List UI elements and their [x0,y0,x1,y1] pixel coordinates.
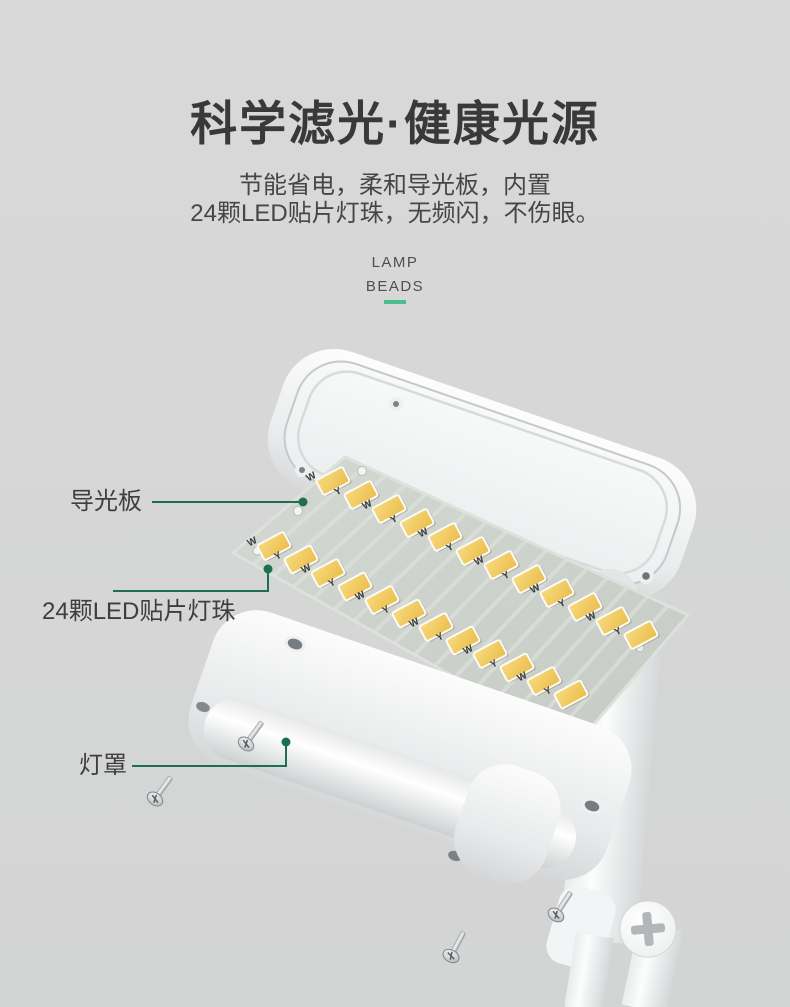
leader-led-beads [113,571,269,592]
led-chip-body [567,592,603,622]
subtitle-line-2: 24颗LED贴片灯珠，无频闪，不伤眼。 [190,200,600,227]
callout-lamp-shade: 灯罩 [79,752,127,779]
led-chip-body [553,679,589,710]
led-chip-body [315,466,351,496]
accent-underline [384,300,406,304]
led-chip: Y [389,508,436,538]
floating-screw [143,771,179,810]
led-chip-body [310,558,346,588]
led-chip: W [462,639,509,669]
led-chip: W [417,522,464,552]
led-chip-body [337,571,373,602]
led-chip-body [472,639,508,669]
led-chip-body [526,666,562,696]
shade-screw-hole [196,701,210,713]
led-chip-letter: Y [501,569,512,582]
shade-screw-hole [287,638,303,650]
pcb-pad [357,466,367,476]
led-chip: Y [557,592,604,622]
led-chip: W [361,494,408,524]
led-chip: Y [273,544,320,575]
led-chip-body [511,564,547,594]
led-chip: W [300,558,347,588]
led-chip-letter: Y [543,685,554,698]
eyebrow-lamp-beads: LAMP BEADS [0,251,790,299]
led-chip-body [455,536,491,566]
led-chip: Y [543,679,590,710]
led-chip-letter: Y [435,631,446,644]
led-chip-letter: Y [557,597,568,610]
led-chip-letter: Y [389,513,400,526]
shell-screw-hole [299,467,305,473]
led-chip: Y [501,564,548,594]
led-chip-letter: Y [333,485,344,498]
led-chip-body [283,544,319,575]
led-chip-letter: Y [613,625,624,638]
shell-screw-hole [393,401,399,407]
pcb-pad [293,506,303,516]
led-chip-body [623,620,659,650]
pcb-groove [453,557,569,679]
led-chip-body [399,508,435,538]
led-chip-body [371,494,407,524]
lamp-arm-lower-left [564,932,614,1007]
floating-screw [439,927,472,967]
led-chip: W [305,466,352,496]
led-chip: Y [381,598,428,629]
led-chip-letter: Y [445,541,456,554]
page-title: 科学滤光·健康光源 [190,97,600,150]
led-chip-letter: Y [327,577,338,590]
led-chip-letter: Y [489,658,500,671]
led-chip-body [418,612,454,642]
lamp-top-shell [267,348,697,600]
led-chip-body [595,606,631,636]
subtitle-line-1: 节能省电，柔和导光板，内置 [239,172,551,199]
callout-light-guide-plate: 导光板 [70,488,142,515]
shade-hinge-bracket [453,764,561,884]
led-chip-body [391,598,427,629]
led-chip: Y [613,620,660,650]
led-chip: W [529,578,576,608]
eyebrow-line-lamp: LAMP [371,254,419,271]
led-chip-body [539,578,575,608]
led-chip: Y [333,480,380,510]
led-chip-letter: Y [381,604,392,617]
led-chip-body [427,522,463,552]
led-chip: Y [327,571,374,602]
shade-screw-hole [584,800,600,812]
led-chip-body [343,480,379,510]
eyebrow-line-beads: BEADS [365,278,425,295]
led-chip: Y [435,625,482,656]
led-chip: W [473,550,520,580]
led-chip-body [364,585,400,615]
leader-dot [263,564,273,574]
arm-joint-knob [619,900,677,958]
shell-screw-hole [642,572,650,580]
led-chip-body [445,625,481,656]
callout-led-beads: 24颗LED贴片灯珠 [42,598,236,625]
leader-dot [281,737,291,747]
led-chip: Y [489,652,536,683]
led-chip-body [499,652,535,683]
callout-leaders [113,497,308,767]
led-chip: Y [445,536,492,566]
led-chip-body [256,531,292,561]
leader-dot [298,497,308,507]
led-chip-letter: Y [273,550,284,563]
leader-lamp-shade [132,745,287,767]
led-chip-body [483,550,519,580]
